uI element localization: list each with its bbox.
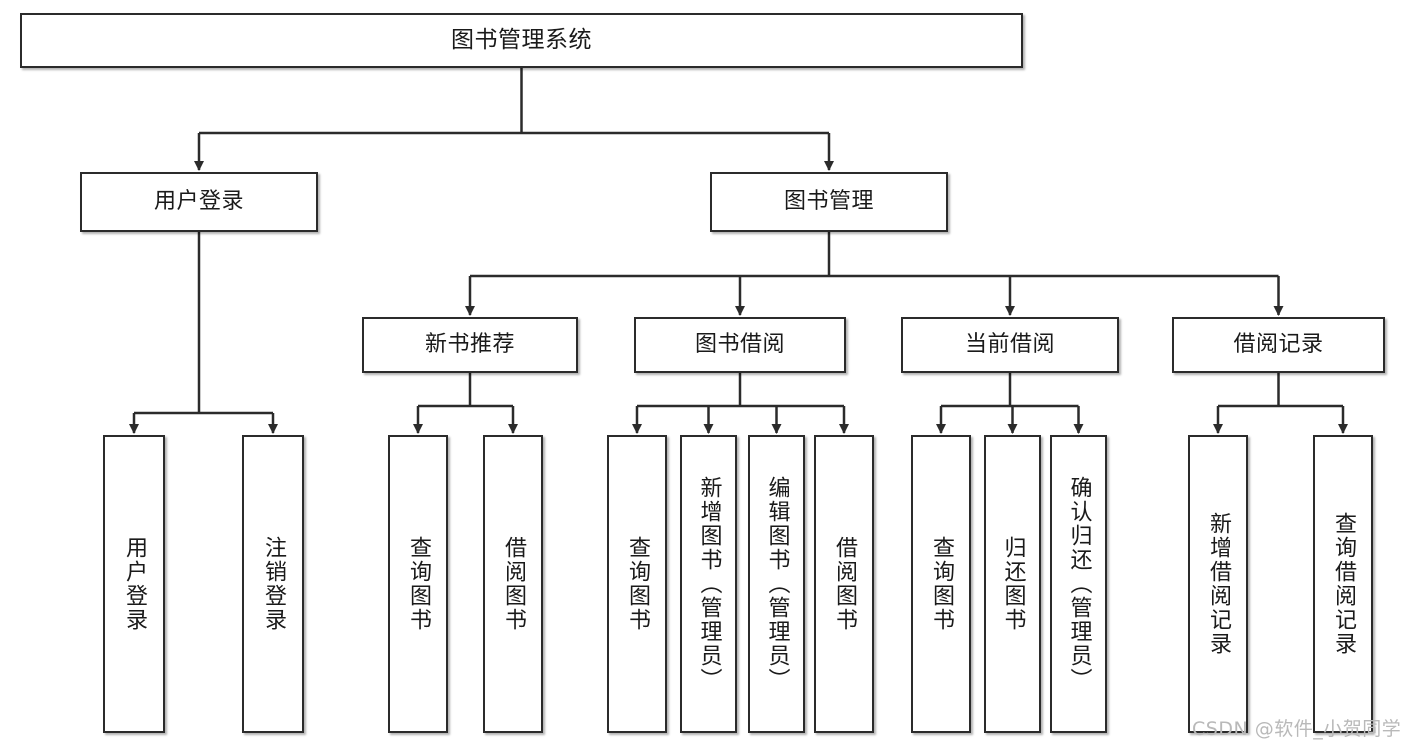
node-label-leaf_confirm: 确认归还（管理员） [1066,476,1092,692]
node-leaf_query_3[interactable]: 查询图书 [911,435,971,733]
node-label-leaf_query_2: 查询图书 [624,536,650,632]
node-label-book_manage: 图书管理 [783,188,874,214]
node-label-leaf_user_login: 用户登录 [121,536,147,632]
node-book_borrow[interactable]: 图书借阅 [634,317,846,373]
edge-lines [129,68,1348,434]
node-label-leaf_add_rec: 新增借阅记录 [1205,512,1231,656]
node-label-leaf_borrow_1: 借阅图书 [500,536,526,632]
node-user_login[interactable]: 用户登录 [80,172,318,232]
node-label-leaf_logout: 注销登录 [260,536,286,632]
node-leaf_add_book[interactable]: 新增图书（管理员） [680,435,737,733]
node-label-borrow_record: 借阅记录 [1233,331,1324,357]
node-leaf_query_1[interactable]: 查询图书 [388,435,448,733]
node-label-leaf_query_rec: 查询借阅记录 [1330,512,1356,656]
node-label-current_borrow: 当前借阅 [964,331,1055,357]
node-label-book_borrow: 图书借阅 [694,331,785,357]
node-leaf_borrow_1[interactable]: 借阅图书 [483,435,543,733]
node-label-leaf_query_1: 查询图书 [405,536,431,632]
node-label-root: 图书管理系统 [451,26,592,53]
node-current_borrow[interactable]: 当前借阅 [901,317,1119,373]
node-leaf_query_rec[interactable]: 查询借阅记录 [1313,435,1373,733]
node-label-leaf_return: 归还图书 [1000,536,1026,632]
node-leaf_query_2[interactable]: 查询图书 [607,435,667,733]
node-leaf_user_login[interactable]: 用户登录 [103,435,165,733]
node-leaf_edit_book[interactable]: 编辑图书（管理员） [748,435,805,733]
node-leaf_confirm[interactable]: 确认归还（管理员） [1050,435,1107,733]
node-label-leaf_borrow_2: 借阅图书 [831,536,857,632]
node-label-leaf_add_book: 新增图书（管理员） [696,476,722,692]
node-label-leaf_query_3: 查询图书 [928,536,954,632]
node-new_book_rec[interactable]: 新书推荐 [362,317,578,373]
node-leaf_add_rec[interactable]: 新增借阅记录 [1188,435,1248,733]
node-leaf_return[interactable]: 归还图书 [984,435,1041,733]
node-root[interactable]: 图书管理系统 [20,13,1023,68]
node-label-leaf_edit_book: 编辑图书（管理员） [764,476,790,692]
node-label-user_login: 用户登录 [153,188,244,214]
node-leaf_logout[interactable]: 注销登录 [242,435,304,733]
node-book_manage[interactable]: 图书管理 [710,172,948,232]
node-label-new_book_rec: 新书推荐 [424,331,515,357]
node-borrow_record[interactable]: 借阅记录 [1172,317,1385,373]
node-leaf_borrow_2[interactable]: 借阅图书 [814,435,874,733]
